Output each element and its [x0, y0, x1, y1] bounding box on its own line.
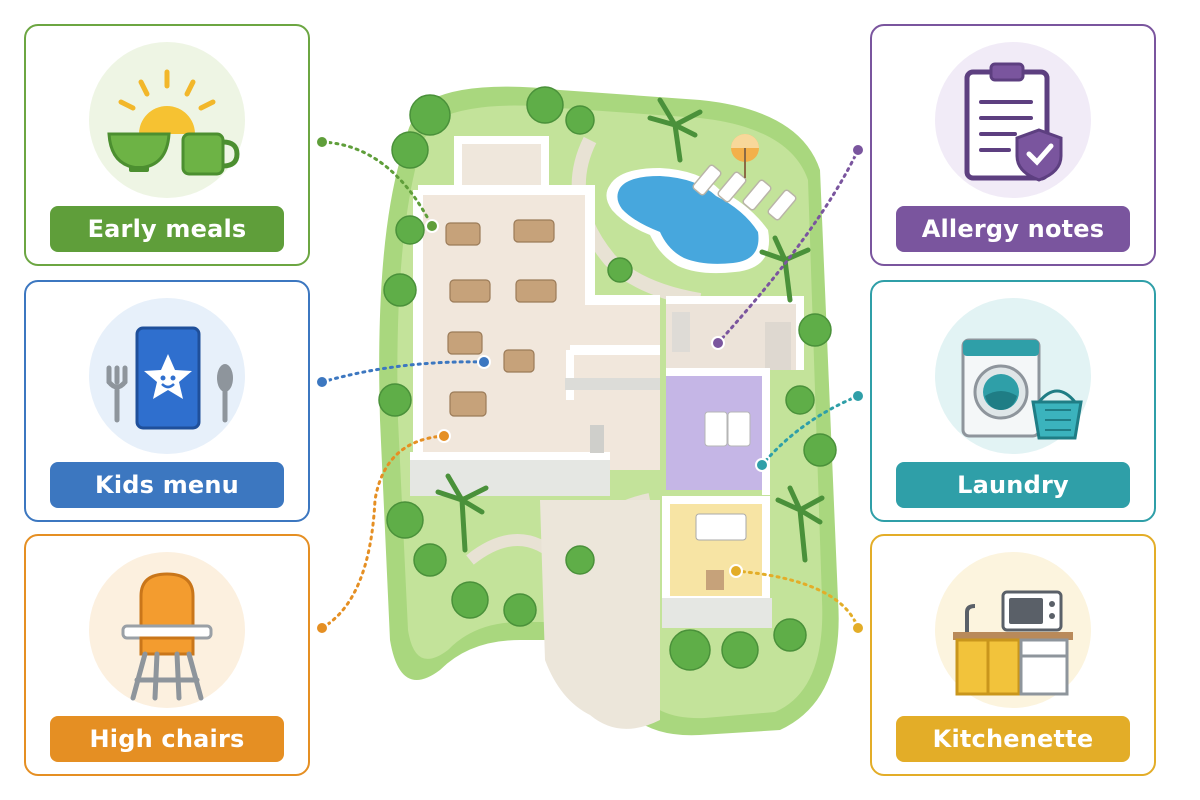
laundry-card: Laundry — [870, 280, 1156, 522]
kids-menu-card: Kids menu — [24, 280, 310, 522]
allergy-notes-card: Allergy notes — [870, 24, 1156, 266]
dining-building — [410, 136, 660, 496]
high-chairs-label: High chairs — [50, 716, 284, 762]
kids-menu-label: Kids menu — [50, 462, 284, 508]
clipboard-shield-icon — [964, 62, 1063, 182]
kids-menu-star-icon — [106, 326, 233, 430]
early-meals-label: Early meals — [50, 206, 284, 252]
high-chair-icon — [121, 572, 213, 701]
laundry-label: Laundry — [896, 462, 1130, 508]
right-wing — [662, 296, 804, 628]
sun-bowl-mug-icon — [107, 69, 240, 176]
kitchenette-icon — [953, 590, 1073, 696]
high-chairs-card: High chairs — [24, 534, 310, 776]
kitchenette-label: Kitchenette — [896, 716, 1130, 762]
early-meals-card: Early meals — [24, 24, 310, 266]
kitchenette-card: Kitchenette — [870, 534, 1156, 776]
washing-machine-icon — [961, 338, 1083, 440]
allergy-notes-label: Allergy notes — [896, 206, 1130, 252]
